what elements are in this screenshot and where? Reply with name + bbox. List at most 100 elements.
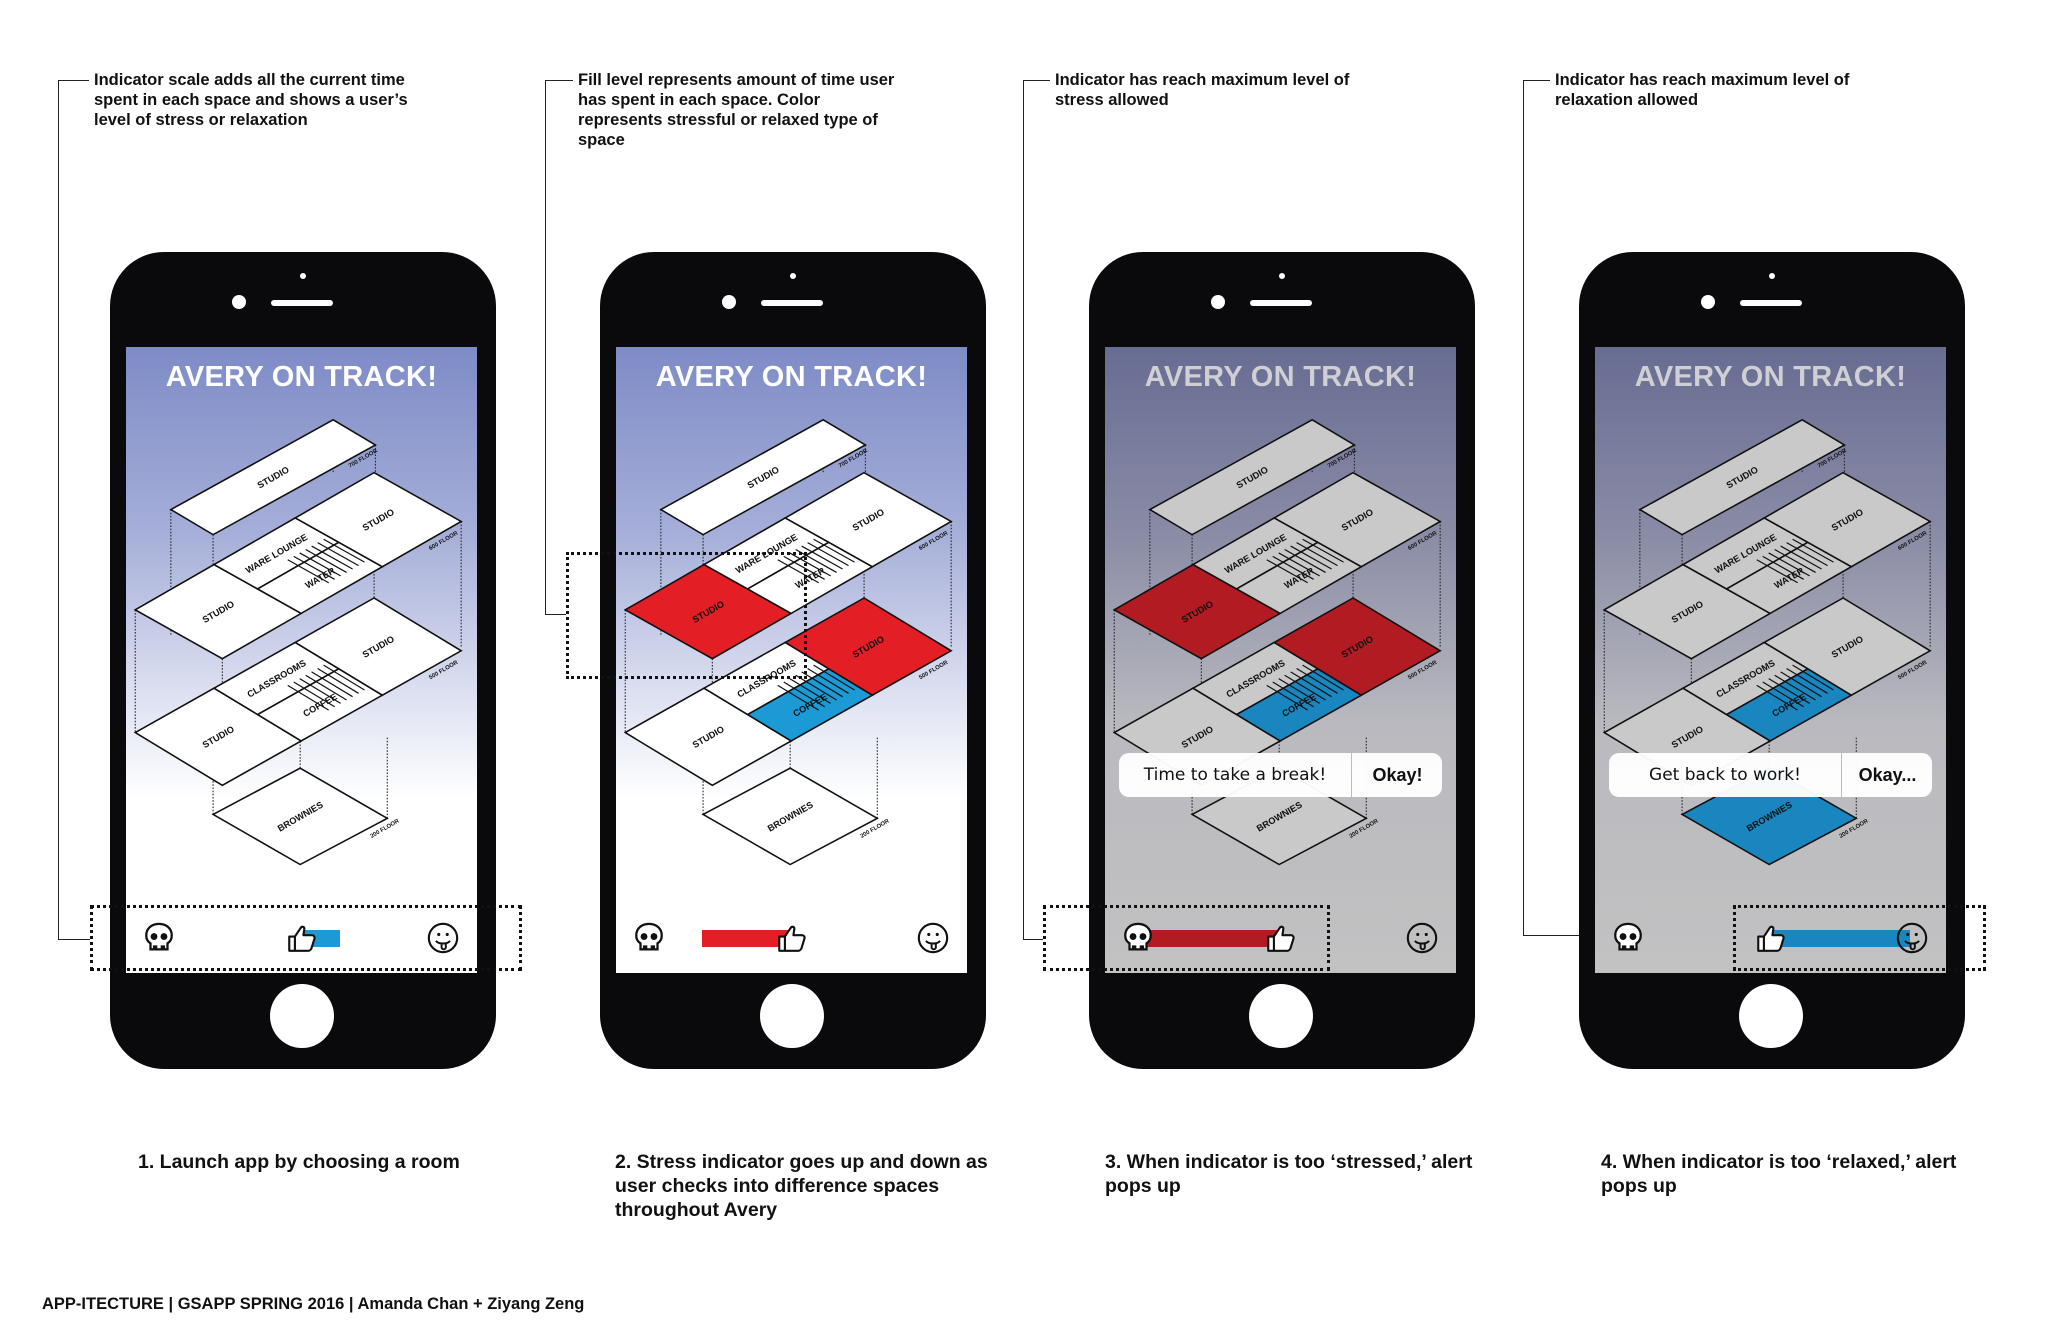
space-f700-studio[interactable]: STUDIO — [169, 418, 377, 536]
stairs-hatch — [1266, 684, 1308, 711]
stairs-hatch — [1786, 542, 1828, 567]
space-f500-right[interactable]: STUDIO — [783, 597, 953, 697]
space-f600-left[interactable]: STUDIO — [1112, 563, 1282, 660]
stairs-hatch — [777, 559, 819, 584]
home-button[interactable] — [1249, 984, 1313, 1048]
front-camera — [232, 295, 246, 309]
indicator-fill-bar — [1771, 930, 1910, 947]
space-f500-right[interactable]: STUDIO — [293, 597, 463, 697]
stairs-hatch — [807, 668, 849, 694]
skull-icon — [635, 922, 663, 951]
step-caption: 1. Launch app by choosing a room — [138, 1151, 460, 1173]
space-f700-studio[interactable]: STUDIO — [1148, 418, 1356, 536]
stairs-hatch — [1278, 552, 1320, 577]
stress-indicator[interactable] — [1105, 913, 1456, 963]
alert-dialog: Time to take a break!Okay! — [1119, 753, 1442, 797]
stairs-hatch — [801, 671, 843, 698]
stairs-hatch — [1792, 538, 1834, 563]
stairs-hatch — [1278, 678, 1320, 704]
stairs-hatch — [1290, 545, 1332, 570]
camera-dot — [790, 273, 796, 279]
stress-indicator[interactable] — [126, 913, 477, 963]
speaker-grille — [761, 300, 823, 306]
step-caption: 4. When indicator is too ‘relaxed,’ aler… — [1601, 1151, 1957, 1197]
stress-indicator[interactable] — [1595, 913, 1946, 963]
space-f500-right[interactable]: STUDIO — [1762, 597, 1932, 697]
space-f500-right[interactable]: STUDIO — [1272, 597, 1442, 697]
smiley-tongue-icon — [917, 922, 949, 954]
stairs-hatch — [323, 538, 365, 563]
space-shape — [293, 471, 463, 568]
camera-dot — [1769, 273, 1775, 279]
camera-dot — [300, 273, 306, 279]
skull-icon — [1124, 922, 1152, 951]
space-f700-studio[interactable]: STUDIO — [1638, 418, 1846, 536]
space-shape — [211, 767, 389, 866]
stairs-hatch — [789, 552, 831, 577]
focus-highlight-box — [90, 905, 522, 971]
space-shape — [783, 471, 953, 568]
home-button[interactable] — [1739, 984, 1803, 1048]
home-button[interactable] — [270, 984, 334, 1048]
annotation-note: Fill level represents amount of time use… — [578, 71, 895, 149]
stairs-hatch — [1768, 552, 1810, 577]
stairs-hatch — [1774, 674, 1816, 701]
stairs-hatch — [305, 674, 347, 701]
space-f200-main[interactable]: BROWNIES — [211, 767, 389, 866]
annotation-leader-line — [1023, 80, 1050, 940]
space-f600-right[interactable]: STUDIO — [1762, 471, 1932, 568]
stairs-hatch — [813, 538, 855, 563]
step-caption: 3. When indicator is too ‘stressed,’ ale… — [1105, 1151, 1473, 1197]
annotation-note: Indicator has reach maximum level of rel… — [1555, 71, 1850, 109]
stress-indicator[interactable] — [616, 913, 967, 963]
speaker-grille — [1740, 300, 1802, 306]
focus-highlight-box — [566, 552, 807, 679]
stairs-hatch — [287, 684, 329, 711]
annotation-leader-line — [545, 80, 573, 615]
alert-okay-button[interactable]: Okay! — [1372, 765, 1423, 785]
thumbs-up-icon — [1267, 925, 1295, 952]
space-f600-top[interactable]: WARE LOUNGE — [1681, 517, 1810, 590]
stairs-hatch — [1762, 555, 1804, 580]
stairs-hatch — [1762, 681, 1804, 708]
space-f200-main[interactable]: BROWNIES — [701, 767, 879, 866]
space-f600-right[interactable]: STUDIO — [293, 471, 463, 568]
stairs-hatch — [1284, 674, 1326, 701]
stairs-hatch — [317, 542, 359, 567]
alert-okay-button[interactable]: Okay... — [1858, 765, 1917, 785]
thumbs-up-icon — [288, 925, 316, 952]
space-f600-right[interactable]: STUDIO — [783, 471, 953, 568]
alert-message: Get back to work! — [1609, 753, 1842, 797]
space-shape — [1762, 597, 1932, 697]
focus-highlight-box — [1043, 905, 1330, 971]
app-title: AVERY ON TRACK! — [165, 361, 438, 393]
space-f700-studio[interactable]: STUDIO — [659, 418, 867, 536]
stairs-hatch — [1302, 664, 1344, 691]
step-caption: 2. Stress indicator goes up and down as … — [615, 1151, 988, 1221]
stairs-hatch — [293, 681, 335, 708]
stairs-hatch — [1272, 555, 1314, 580]
stairs-hatch — [1296, 668, 1338, 694]
front-camera — [1211, 295, 1225, 309]
stairs-hatch — [1290, 671, 1332, 698]
smiley-tongue-icon — [1406, 922, 1438, 954]
credits-footer: APP-ITECTURE | GSAPP SPRING 2016 | Amand… — [42, 1295, 585, 1313]
skull-icon — [1614, 922, 1642, 951]
space-f600-left[interactable]: STUDIO — [623, 563, 793, 660]
space-f500-top[interactable]: CLASSROOMS — [212, 641, 341, 716]
space-f500-left[interactable]: STUDIO — [623, 687, 793, 787]
space-shape — [659, 418, 867, 536]
speaker-grille — [271, 300, 333, 306]
space-shape — [1762, 471, 1932, 568]
home-button[interactable] — [760, 984, 824, 1048]
space-f600-right[interactable]: STUDIO — [1272, 471, 1442, 568]
space-shape — [1272, 597, 1442, 697]
